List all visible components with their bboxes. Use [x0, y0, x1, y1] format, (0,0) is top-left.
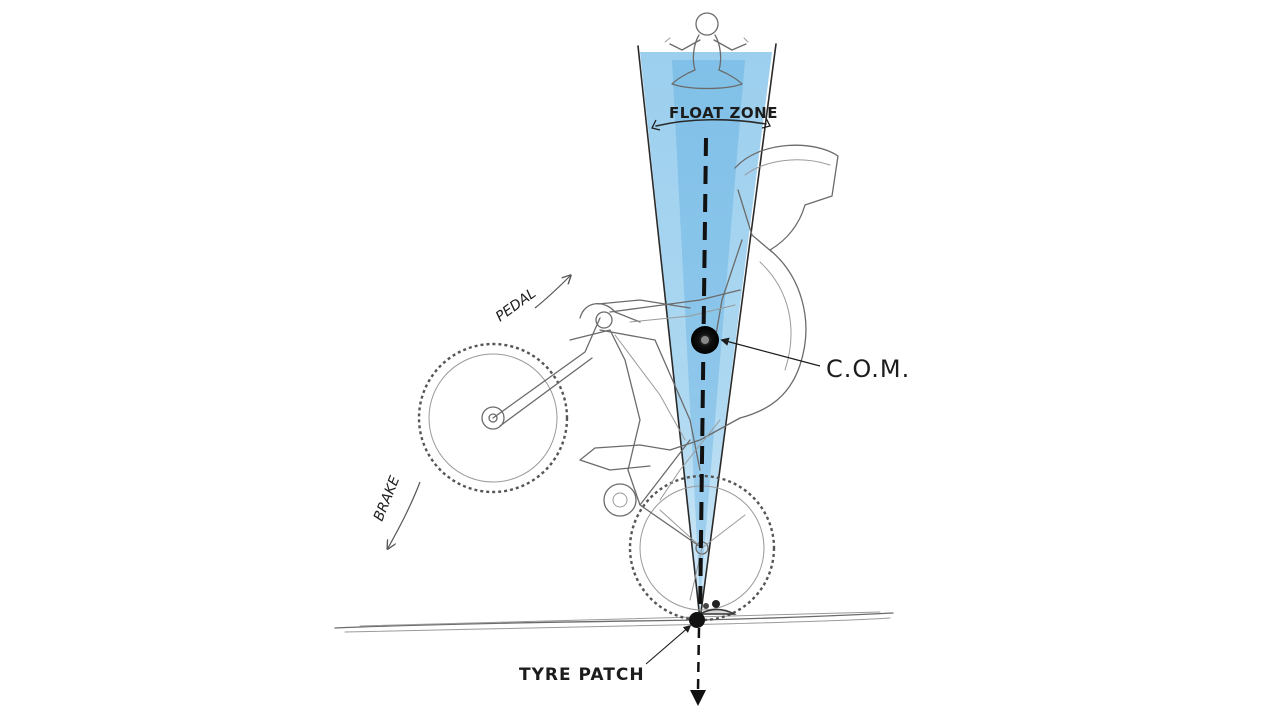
com-label: C.O.M.: [826, 355, 910, 383]
com-marker: [691, 326, 719, 354]
brake-label: BRAKE: [371, 474, 403, 524]
front-wheel: [417, 342, 569, 494]
tyre-patch-label: TYRE PATCH: [519, 665, 645, 685]
gravity-arrow-icon: [690, 690, 706, 706]
bike-frame: [492, 317, 703, 549]
rear-rotor: [697, 600, 737, 615]
com-leader-line: [720, 337, 821, 367]
tyre-patch-marker: [689, 612, 705, 628]
brake-arrow: [388, 481, 421, 548]
pedal-label: PEDAL: [493, 286, 539, 326]
pedal-arrow: [534, 276, 570, 309]
float-zone-label: FLOAT ZONE: [669, 104, 778, 122]
float-zone-boundaries: [637, 43, 777, 621]
float-zone-arc: [651, 117, 771, 131]
meditating-figure-icon: [664, 12, 749, 90]
tyre-patch-leader-line: [645, 624, 692, 665]
balance-axis: [690, 137, 708, 706]
rider-figure: [579, 144, 839, 501]
ground-line: [334, 611, 894, 633]
